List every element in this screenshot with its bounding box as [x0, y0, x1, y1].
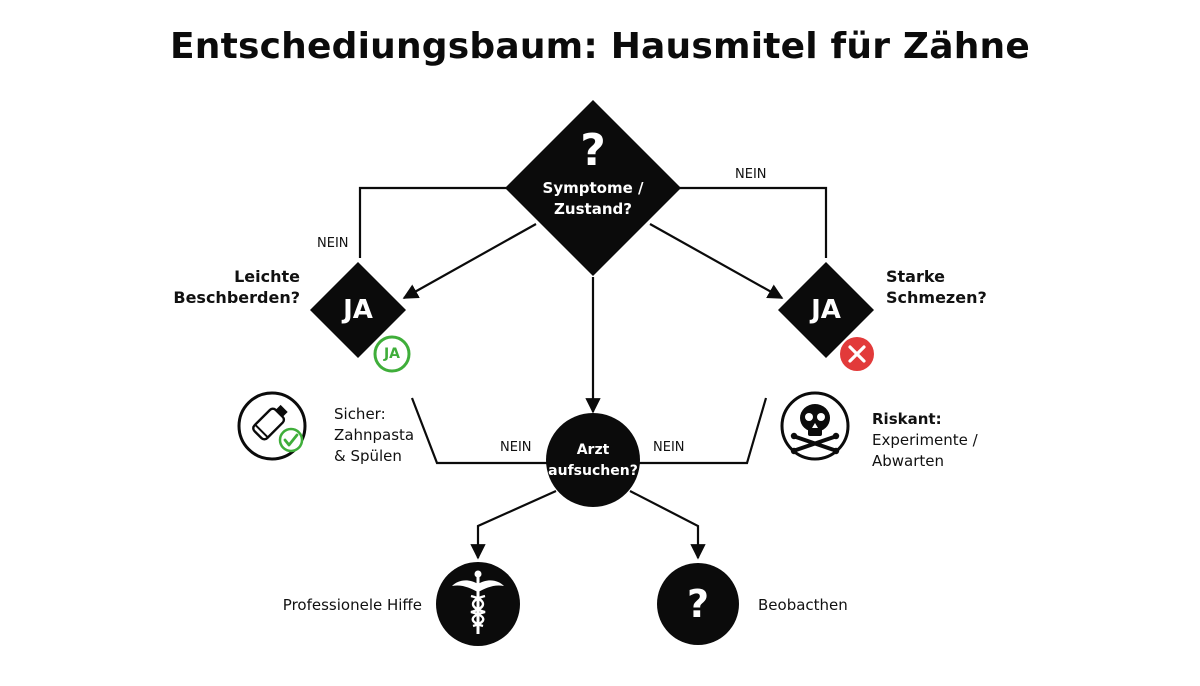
doctor-line-1: Arzt: [576, 442, 610, 458]
professional-help-label: Professionele Hiffe: [282, 596, 422, 614]
root-line-1: Symptome /: [542, 179, 644, 197]
root-question-label: Symptome / Zustand?: [523, 178, 663, 220]
left-decision-badge-label: JA: [383, 346, 401, 362]
edge-label-left-no: NEIN: [317, 236, 349, 251]
edge-root-to-left: [402, 223, 537, 299]
safe-line-2: Zahnpasta: [334, 426, 415, 444]
observe-label: Beobacthen: [758, 596, 848, 614]
edge-label-right-no: NEIN: [735, 167, 767, 182]
edge-label-doctor-right-no: NEIN: [653, 440, 685, 455]
left-decision-diamond: [310, 262, 406, 358]
left-decision-question: Leichte Beschberden?: [160, 266, 300, 308]
left-question-line-1: Leichte: [234, 267, 300, 286]
edge-left-to-doctor: [410, 397, 550, 465]
risky-line-3: Abwarten: [872, 452, 945, 470]
risky-line-2: Experimente /: [872, 431, 978, 449]
right-question-line-1: Starke: [886, 267, 945, 286]
safe-line-3: & Spülen: [334, 447, 402, 465]
caduceus-icon: [436, 562, 520, 646]
ja-badge-icon: [373, 335, 411, 373]
x-badge-icon: [840, 337, 874, 371]
edge-doctor-to-observe: [629, 490, 706, 560]
skull-crossbones-icon: [780, 391, 850, 461]
safe-option-label: Sicher: Zahnpasta & Spülen: [334, 404, 414, 467]
edge-right-to-doctor: [636, 397, 768, 465]
page-title: Entschediungsbaum: Hausmitel für Zähne: [169, 26, 1031, 67]
toothpaste-check-icon: [237, 391, 307, 461]
edge-root-to-right: [649, 223, 784, 299]
edge-doctor-to-professional: [470, 489, 557, 560]
safe-line-1: Sicher:: [334, 405, 386, 423]
doctor-decision-node: [546, 413, 640, 507]
left-decision-inner: JA: [343, 295, 373, 325]
root-question-mark: ?: [580, 125, 606, 176]
observe-node: [657, 563, 739, 645]
root-decision-diamond: [505, 100, 681, 276]
left-question-line-2: Beschberden?: [173, 288, 300, 307]
edge-root-left-no: [358, 186, 520, 258]
risky-line-1: Riskant:: [872, 410, 942, 428]
edge-root-right-no: [662, 186, 828, 258]
edge-label-doctor-left-no: NEIN: [500, 440, 532, 455]
root-line-2: Zustand?: [554, 200, 632, 218]
right-question-line-2: Schmezen?: [886, 288, 987, 307]
right-decision-diamond: [778, 262, 874, 358]
risky-option-label: Riskant: Experimente / Abwarten: [872, 409, 978, 472]
doctor-question-label: Arzt aufsuchen?: [533, 440, 653, 482]
connectors: [358, 186, 828, 560]
right-decision-question: Starke Schmezen?: [886, 266, 1026, 308]
observe-question-mark: ?: [686, 582, 710, 626]
right-decision-inner: JA: [811, 295, 841, 325]
doctor-line-2: aufsuchen?: [548, 463, 638, 479]
